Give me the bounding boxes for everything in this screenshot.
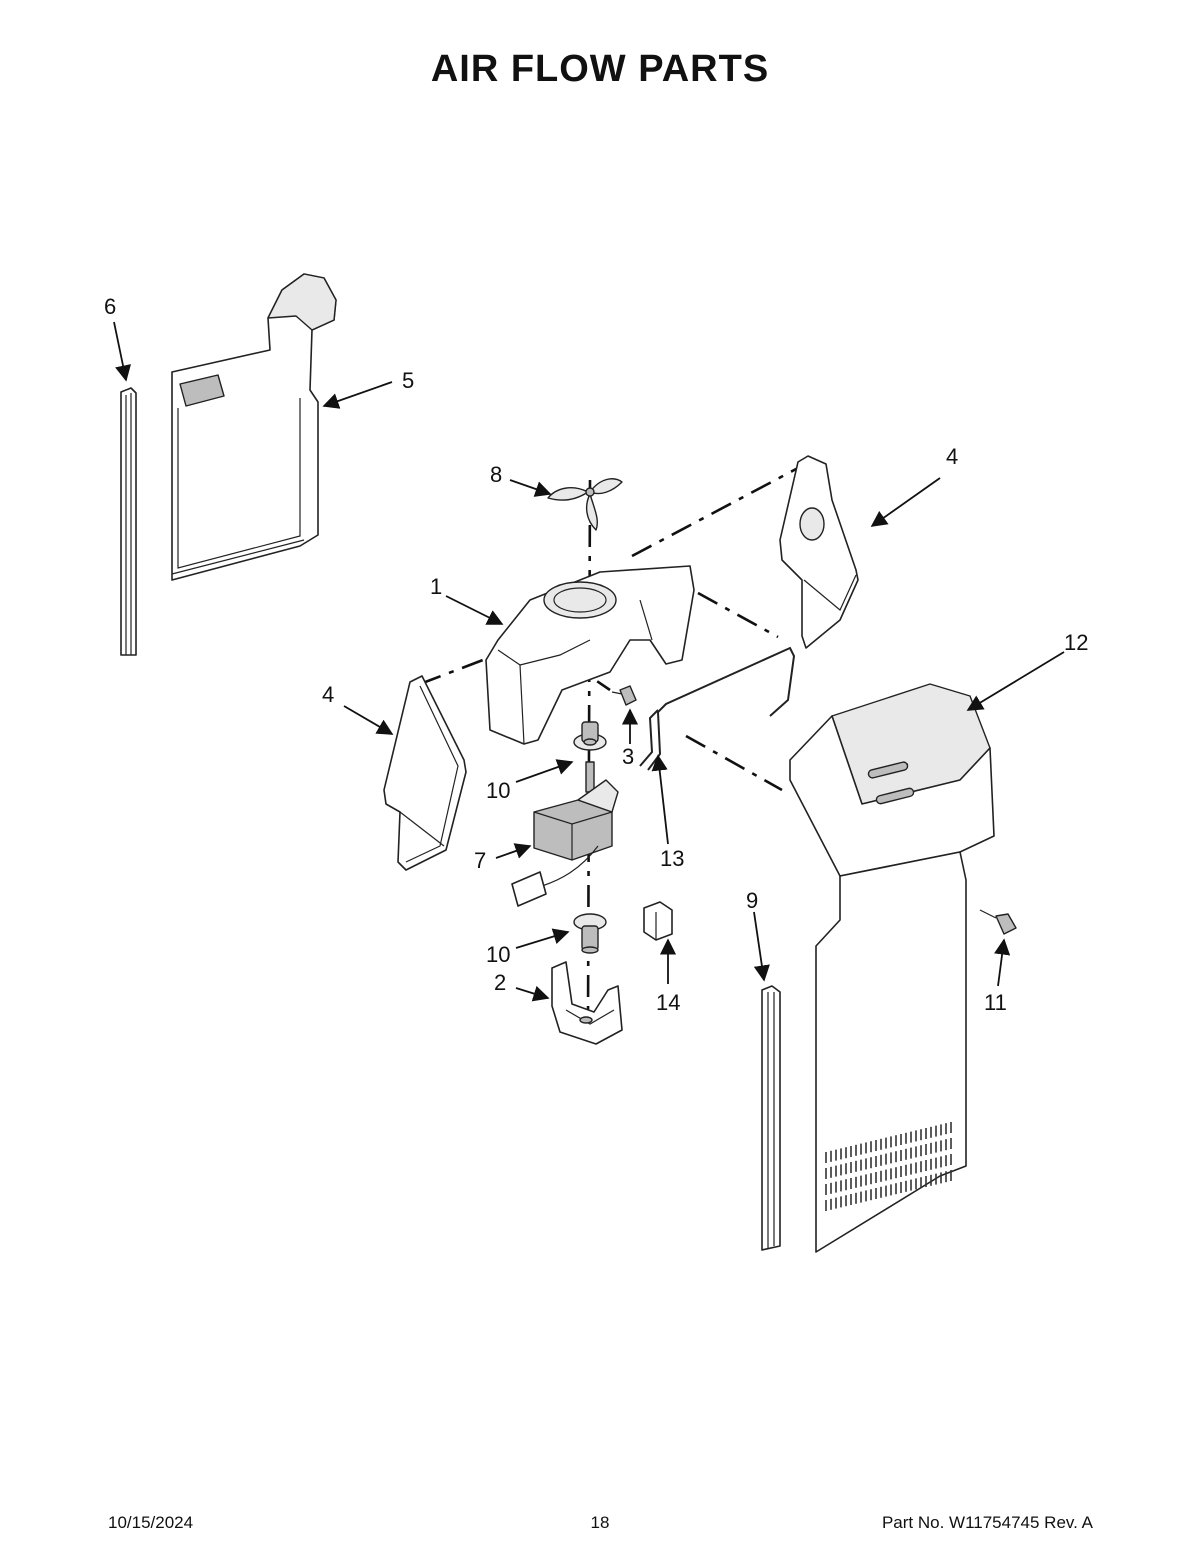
callout-labels: 6 5 8 4 1 12 4 3 10 7 13 9 10 2 14 11 (104, 294, 1088, 1015)
callout-1: 1 (430, 574, 442, 599)
part-12-rear-cover (789, 683, 995, 1253)
part-3-screw (611, 685, 637, 706)
callout-6: 6 (104, 294, 116, 319)
footer-date: 10/15/2024 (108, 1513, 194, 1532)
callout-3: 3 (622, 744, 634, 769)
part-4-right-baffle (779, 455, 859, 649)
callout-4-left: 4 (322, 682, 334, 707)
callout-10-upper: 10 (486, 778, 510, 803)
callout-11: 11 (984, 990, 1007, 1015)
callout-4-right: 4 (946, 444, 958, 469)
footer-page-number: 18 (590, 1513, 610, 1532)
callout-5: 5 (402, 368, 414, 393)
part-14-clip (643, 901, 673, 941)
part-8-fan-blade (547, 478, 623, 531)
part-10-upper-grommet (573, 721, 607, 751)
callout-13: 13 (660, 846, 684, 871)
part-7-fan-motor (511, 761, 619, 907)
part-11-screw (979, 909, 1017, 935)
vent-slots (825, 1122, 952, 1211)
callout-14: 14 (656, 990, 680, 1015)
footer-part-number: Part No. W11754745 Rev. A (881, 1513, 1093, 1532)
callout-9: 9 (746, 888, 758, 913)
callout-7: 7 (474, 848, 486, 873)
part-2-motor-bracket (551, 961, 623, 1045)
leader-arrows (113, 321, 1065, 1002)
part-9-seal-strip (761, 985, 781, 1251)
callout-2: 2 (494, 970, 506, 995)
part-4-left-baffle (383, 675, 467, 871)
part-5-air-duct-cover (171, 273, 337, 581)
callout-8: 8 (490, 462, 502, 487)
callout-10-lower: 10 (486, 942, 510, 967)
assembly-lines (419, 466, 799, 1021)
part-6-seal-strip (120, 387, 137, 656)
part-1-fan-housing (485, 565, 695, 745)
page-title: AIR FLOW PARTS (430, 48, 770, 90)
part-10-lower-grommet (573, 913, 607, 954)
callout-12: 12 (1064, 630, 1088, 655)
part-13-wire-bracket (639, 646, 796, 771)
